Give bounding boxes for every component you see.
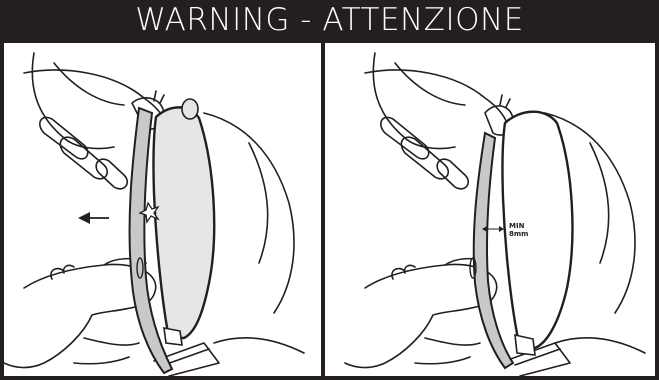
illustration-pad-detaching [4,43,321,376]
min-label-text: MIN [509,222,528,230]
warning-title: WARNING - ATTENZIONE [0,0,659,41]
illustration-pad-min-thickness [325,43,655,376]
upper-finger-3 [96,159,127,189]
pad-clip [515,335,535,355]
friction-pad [153,107,214,338]
arrow-left-icon [78,212,109,224]
min-thickness-label: MIN 8mm [509,222,528,238]
pad-nub [182,99,198,119]
min-value-text: 8mm [509,230,528,238]
panel-correct: MIN 8mm [325,43,655,376]
upper-finger-3 [437,159,468,189]
panel-incorrect [4,43,321,376]
pad-clip [164,328,182,345]
